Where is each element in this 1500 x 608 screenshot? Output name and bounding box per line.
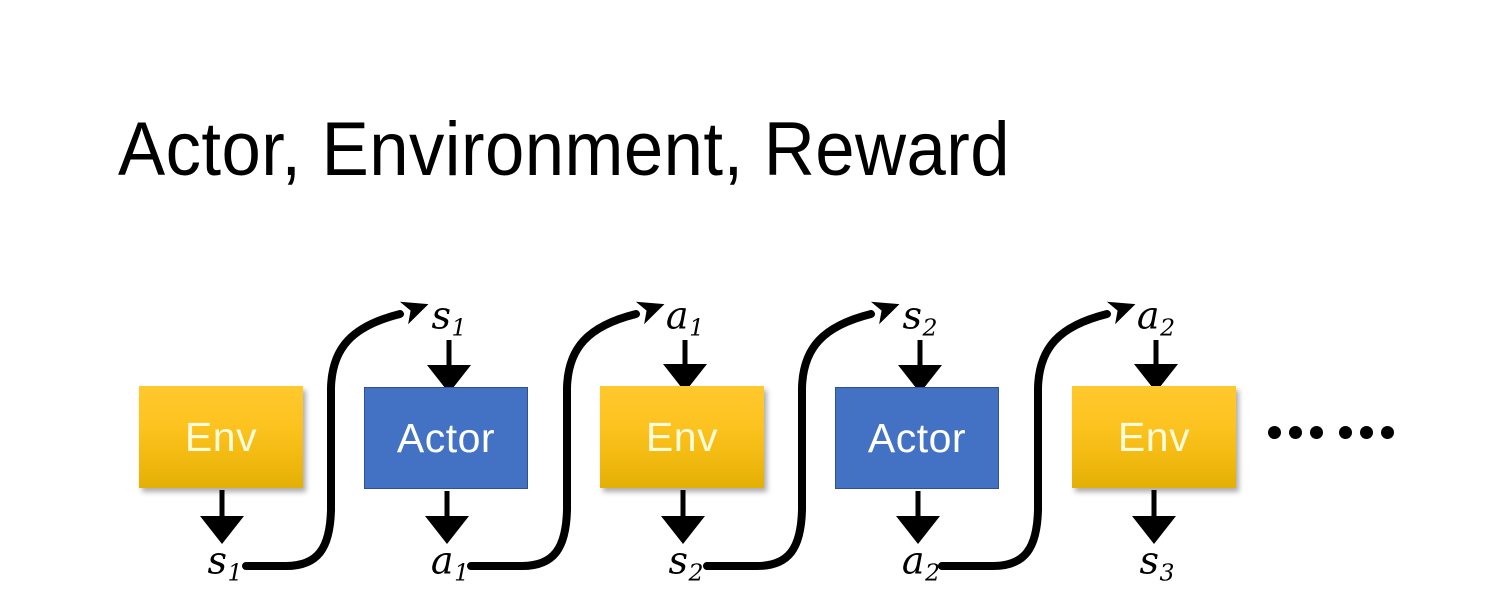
symbol: a xyxy=(901,538,925,583)
ellipsis-dot xyxy=(1289,426,1302,439)
subscript: 1 xyxy=(227,558,243,587)
node-label: Env xyxy=(645,413,719,460)
ellipsis-dot xyxy=(1360,426,1373,439)
node-actor-1[interactable]: Actor xyxy=(364,387,528,489)
label-state-s3-bottom: s3 xyxy=(1140,541,1175,584)
label-state-s1-bottom: s1 xyxy=(208,541,243,584)
label-action-a1-bottom: a1 xyxy=(431,541,469,584)
ellipsis-dot xyxy=(1381,426,1394,439)
subscript: 1 xyxy=(451,313,467,342)
subscript: 2 xyxy=(925,558,941,587)
symbol: s xyxy=(902,293,923,338)
subscript: 3 xyxy=(1159,558,1175,587)
subscript: 2 xyxy=(1160,313,1176,342)
label-state-s2-top: s2 xyxy=(903,296,938,339)
symbol: s xyxy=(207,538,228,583)
node-label: Env xyxy=(1117,413,1191,460)
subscript: 1 xyxy=(454,558,470,587)
symbol: a xyxy=(665,293,689,338)
ellipsis-continuation xyxy=(1268,426,1394,439)
node-env-2[interactable]: Env xyxy=(600,386,764,488)
ellipsis-dot xyxy=(1339,426,1352,439)
curve-arrowheads xyxy=(399,301,1136,325)
subscript: 2 xyxy=(922,313,938,342)
node-env-1[interactable]: Env xyxy=(139,386,303,488)
symbol: a xyxy=(430,538,454,583)
symbol: s xyxy=(1139,538,1160,583)
label-action-a2-bottom: a2 xyxy=(902,541,940,584)
page-title: Actor, Environment, Reward xyxy=(118,107,1011,192)
node-label: Env xyxy=(184,413,258,460)
subscript: 1 xyxy=(689,313,705,342)
node-env-3[interactable]: Env xyxy=(1072,386,1236,488)
label-state-s2-bottom: s2 xyxy=(669,541,704,584)
node-label: Actor xyxy=(867,414,967,461)
label-state-s1-top: s1 xyxy=(432,296,467,339)
bottom-down-arrows xyxy=(200,490,1176,545)
subscript: 2 xyxy=(688,558,704,587)
label-action-a1-top: a1 xyxy=(666,296,704,339)
label-action-a2-top: a2 xyxy=(1137,296,1175,339)
top-down-arrows xyxy=(427,340,1178,394)
node-label: Actor xyxy=(396,414,496,461)
node-actor-2[interactable]: Actor xyxy=(835,387,999,489)
symbol: s xyxy=(668,538,689,583)
symbol: a xyxy=(1136,293,1160,338)
symbol: s xyxy=(431,293,452,338)
ellipsis-dot xyxy=(1310,426,1323,439)
ellipsis-dot xyxy=(1268,426,1281,439)
